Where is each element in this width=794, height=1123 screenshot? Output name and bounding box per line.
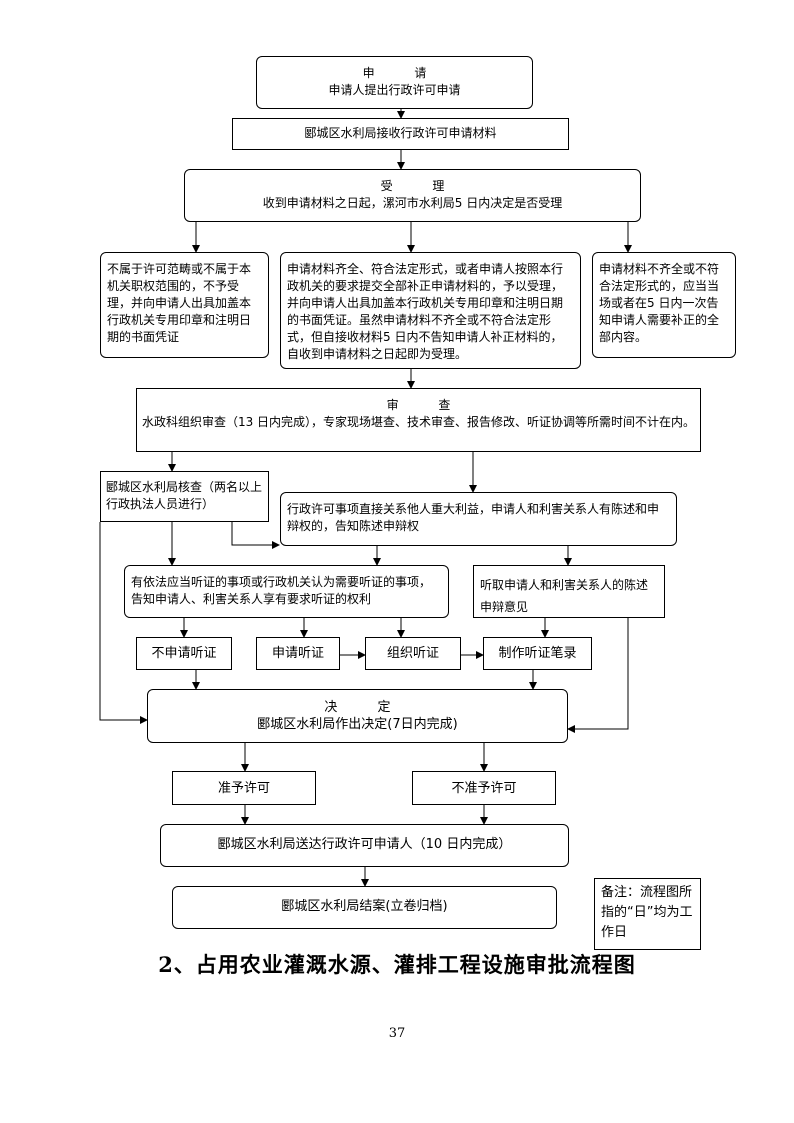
node-decide-title: 决 定 — [324, 700, 409, 715]
node-materials-ok: 申请材料齐全、符合法定形式，或者申请人按照本行政机关的要求提交全部补正申请材料的… — [280, 252, 581, 369]
node-deliver-text: 郾城区水利局送达行政许可申请人（10 日内完成） — [217, 837, 512, 852]
node-apply-title: 申 请 — [362, 66, 445, 80]
node-approve-text: 准予许可 — [217, 781, 270, 796]
node-deny: 不准予许可 — [412, 771, 556, 805]
arrow-verify-decide — [99, 522, 148, 724]
node-accept-text: 收到申请材料之日起，漯河市水利局5 日内决定是否受理 — [262, 196, 563, 210]
node-organize-hearing-text: 组织听证 — [386, 646, 439, 661]
node-hearing-record-text: 制作听证笔录 — [498, 646, 577, 661]
node-listen: 听取申请人和利害关系人的陈述申辩意见 — [473, 565, 665, 618]
node-hearing-record: 制作听证笔录 — [483, 637, 592, 670]
node-materials-ok-text: 申请材料齐全、符合法定形式，或者申请人按照本行政机关的要求提交全部补正申请材料的… — [287, 262, 564, 361]
node-approve: 准予许可 — [172, 771, 316, 805]
node-listen-text: 听取申请人和利害关系人的陈述申辩意见 — [480, 578, 649, 614]
remark-note-text: 备注：流程图所指的“日”均为工作日 — [601, 885, 693, 940]
node-verify: 郾城区水利局核查（两名以上行政执法人员进行） — [100, 471, 269, 522]
node-interest-text: 行政许可事项直接关系他人重大利益，申请人和利害关系人有陈述和申辩权的，告知陈述申… — [287, 502, 660, 533]
node-materials-incomplete: 申请材料不齐全或不符合法定形式的，应当当场或者在5 日内一次告知申请人需要补正的… — [592, 252, 736, 358]
page-number: 37 — [388, 1026, 406, 1041]
node-receive-text: 郾城区水利局接收行政许可申请材料 — [304, 126, 497, 140]
node-organize-hearing: 组织听证 — [365, 637, 461, 670]
node-decide-text: 郾城区水利局作出决定(7日内完成) — [257, 717, 458, 732]
node-reject-scope-text: 不属于许可范畴或不属于本机关职权范围的，不予受理，并向申请人出具加盖本行政机关专… — [107, 262, 252, 344]
node-decide: 决 定 郾城区水利局作出决定(7日内完成) — [147, 689, 568, 743]
arrow-verify-interest — [231, 522, 280, 549]
node-review: 审 查 水政科组织审查（13 日内完成），专家现场堪查、技术审查、报告修改、听证… — [136, 388, 701, 452]
node-deny-text: 不准予许可 — [451, 781, 517, 796]
node-hearing-notice: 有依法应当听证的事项或行政机关认为需要听证的事项，告知申请人、利害关系人享有要求… — [124, 565, 449, 618]
node-receive: 郾城区水利局接收行政许可申请材料 — [232, 118, 569, 150]
node-interest: 行政许可事项直接关系他人重大利益，申请人和利害关系人有陈述和申辩权的，告知陈述申… — [280, 492, 677, 546]
node-no-hearing-text: 不申请听证 — [151, 646, 217, 661]
node-request-hearing: 申请听证 — [256, 637, 340, 670]
node-no-hearing: 不申请听证 — [136, 637, 232, 670]
node-request-hearing-text: 申请听证 — [271, 646, 324, 661]
node-archive-text: 郾城区水利局结案(立卷归档) — [281, 899, 448, 914]
node-accept: 受 理 收到申请材料之日起，漯河市水利局5 日内决定是否受理 — [184, 169, 641, 222]
node-materials-incomplete-text: 申请材料不齐全或不符合法定形式的，应当当场或者在5 日内一次告知申请人需要补正的… — [599, 262, 720, 344]
node-review-text: 水政科组织审查（13 日内完成），专家现场堪查、技术审查、报告修改、听证协调等所… — [141, 415, 696, 429]
node-accept-title: 受 理 — [380, 179, 463, 193]
node-archive: 郾城区水利局结案(立卷归档) — [172, 886, 557, 929]
node-apply-text: 申请人提出行政许可申请 — [328, 83, 461, 97]
node-verify-text: 郾城区水利局核查（两名以上行政执法人员进行） — [106, 480, 263, 511]
node-reject-scope: 不属于许可范畴或不属于本机关职权范围的，不予受理，并向申请人出具加盖本行政机关专… — [100, 252, 269, 358]
node-review-title: 审 查 — [386, 398, 469, 412]
arrow-listen-decide — [567, 618, 629, 733]
remark-note: 备注：流程图所指的“日”均为工作日 — [594, 878, 701, 950]
section-title: 2、占用农业灌溉水源、灌排工程设施审批流程图 — [158, 952, 636, 977]
node-hearing-notice-text: 有依法应当听证的事项或行政机关认为需要听证的事项，告知申请人、利害关系人享有要求… — [131, 575, 432, 606]
node-deliver: 郾城区水利局送达行政许可申请人（10 日内完成） — [160, 824, 569, 867]
node-apply: 申 请 申请人提出行政许可申请 — [256, 56, 533, 109]
